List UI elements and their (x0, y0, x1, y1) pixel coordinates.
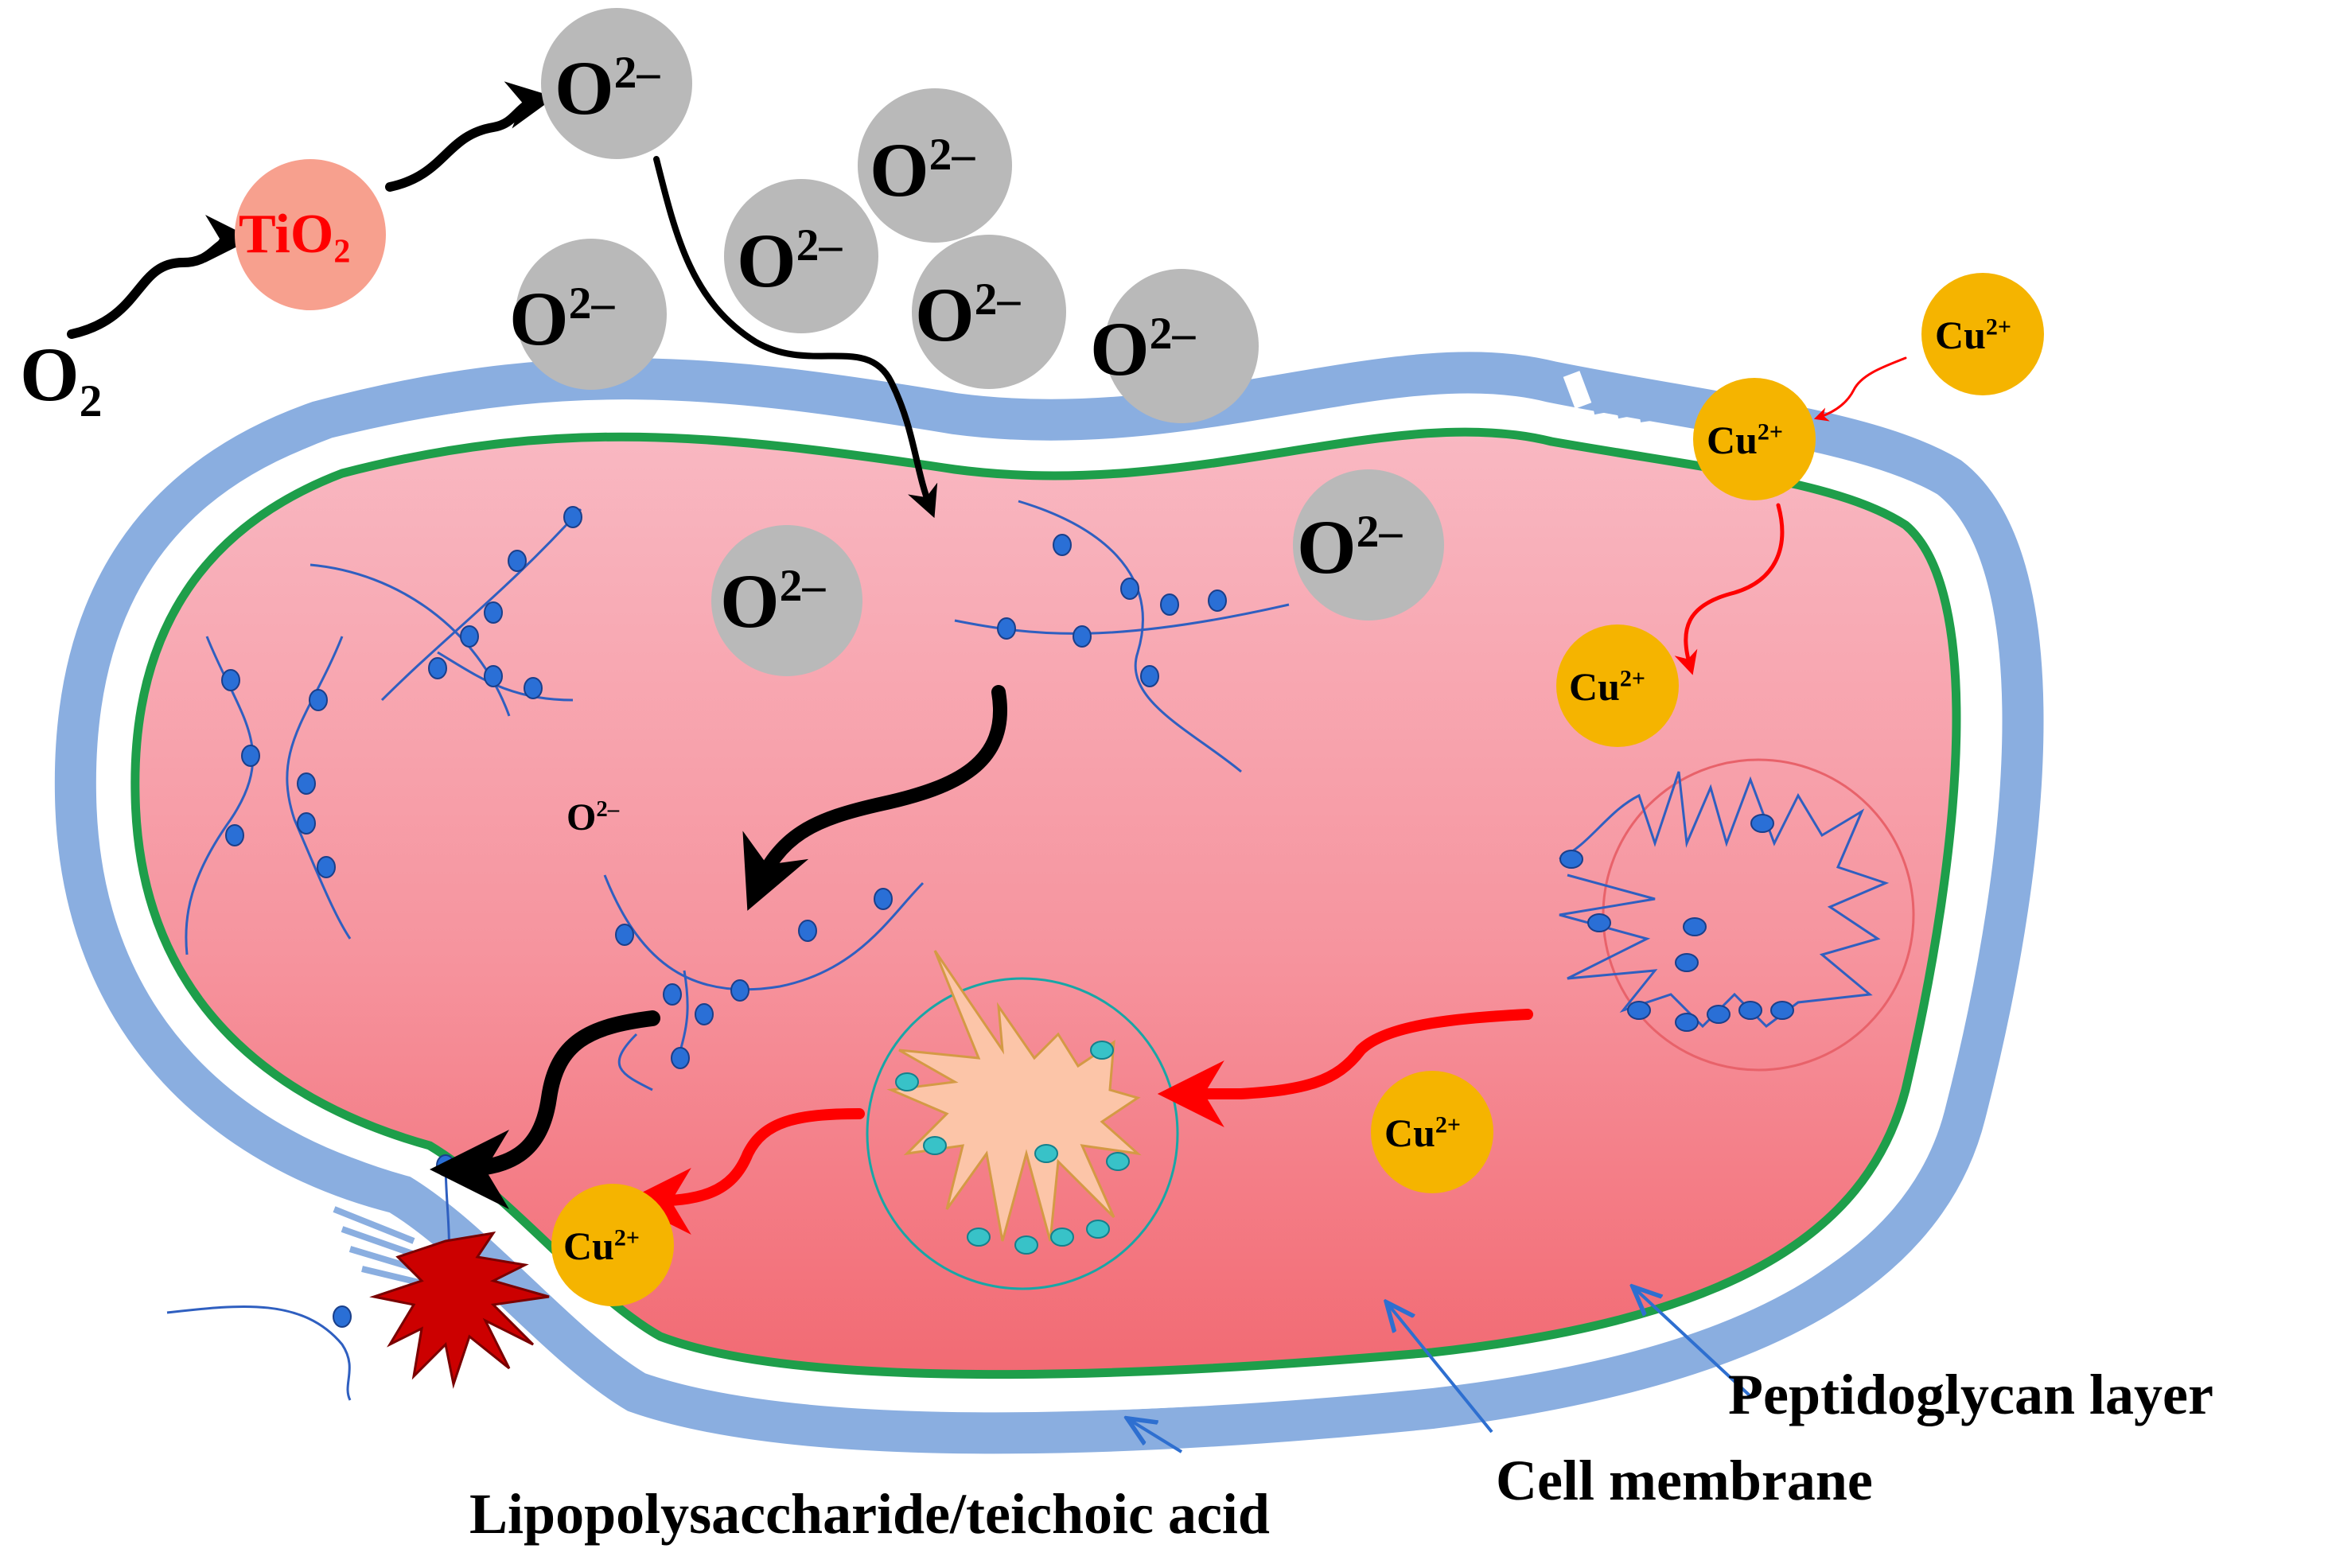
superoxide-label-small: O2– (566, 796, 619, 839)
arrow-o2-to-tio2 (67, 215, 253, 339)
arrow-nucleoid-to-protein (1157, 1009, 1533, 1127)
superoxide-label-7: O2– (720, 557, 825, 645)
red-arrows (624, 356, 1907, 1235)
arrow-protein-to-cu (624, 1108, 865, 1235)
lps-label: Lipopolysaccharide/teichoic acid (469, 1482, 1270, 1546)
copper-symbol: Cu (1707, 418, 1758, 462)
copper-balls (551, 273, 2044, 1306)
copper-charge: 2+ (1757, 418, 1784, 445)
label-pointers (1130, 1289, 1752, 1453)
superoxide-charge: 2– (779, 561, 826, 611)
superoxide-label-8: O2– (1297, 503, 1402, 591)
copper-label-1: Cu2+ (1935, 312, 2011, 358)
pointer-peptidoglycan (1635, 1289, 1752, 1398)
arrow-cu-into-cell (1674, 503, 1785, 675)
superoxide-label-2: O2– (870, 126, 975, 214)
copper-symbol: Cu (563, 1224, 614, 1268)
superoxide-charge: 2– (596, 796, 620, 822)
superoxide-symbol: O (915, 272, 975, 357)
o2-molecule-label: O2 (20, 330, 102, 427)
copper-label-5: Cu2+ (563, 1223, 640, 1269)
cell-membrane-label: Cell membrane (1496, 1449, 1873, 1512)
black-arrows (67, 81, 1007, 1209)
periplasm-gap (99, 396, 1995, 1412)
leaked-damaged-protein (369, 1231, 550, 1389)
superoxide-balls (516, 8, 1444, 676)
superoxide-charge: 2– (974, 274, 1021, 325)
superoxide-symbol: O (566, 796, 597, 838)
dna-dots (221, 506, 1227, 1328)
copper-label-3: Cu2+ (1569, 663, 1645, 710)
superoxide-label-6: O2– (509, 274, 614, 363)
peptidoglycan-label: Peptidoglycan layer (1728, 1363, 2213, 1426)
superoxide-charge: 2– (568, 278, 615, 329)
tio2-label: TiO2 (239, 203, 350, 271)
pointer-membrane (1388, 1305, 1493, 1434)
tio2-ball (235, 159, 386, 310)
superoxide-label-1: O2– (555, 44, 660, 132)
arrow-superoxide-to-dna (742, 685, 1007, 911)
protein-organelle (866, 950, 1179, 1290)
copper-charge: 2+ (1435, 1111, 1462, 1138)
copper-charge: 2+ (1985, 313, 2012, 340)
copper-label-2: Cu2+ (1707, 417, 1783, 463)
wall-damage-top-right (1563, 371, 1650, 422)
o2-symbol: O (20, 332, 80, 417)
pointer-lps (1130, 1420, 1183, 1453)
copper-symbol: Cu (1935, 313, 1986, 357)
arrow-cu-to-membrane (1813, 356, 1907, 422)
superoxide-charge: 2– (613, 48, 660, 98)
tio2-symbol: TiO (239, 204, 334, 265)
outer-cell-wall (54, 352, 2044, 1454)
o2-subscript: 2 (79, 376, 103, 427)
copper-symbol: Cu (1384, 1111, 1435, 1155)
superoxide-label-3: O2– (737, 216, 842, 305)
cytoplasm (130, 427, 1961, 1379)
superoxide-symbol: O (870, 127, 929, 212)
copper-symbol: Cu (1569, 664, 1620, 709)
superoxide-symbol: O (737, 218, 796, 303)
superoxide-charge: 2– (1356, 507, 1403, 557)
superoxide-charge: 2– (929, 130, 975, 180)
arrow-dna-to-wall (430, 1010, 660, 1209)
tio2-subscript: 2 (333, 233, 351, 270)
nucleoid-organelle (1559, 758, 1915, 1072)
arrow-superoxide-into-cell (653, 156, 938, 519)
superoxide-symbol: O (1297, 504, 1357, 589)
superoxide-symbol: O (555, 45, 614, 130)
superoxide-symbol: O (720, 558, 780, 644)
superoxide-label-5: O2– (1090, 305, 1195, 393)
copper-charge: 2+ (613, 1224, 640, 1251)
superoxide-symbol: O (509, 276, 569, 361)
superoxide-charge: 2– (1149, 309, 1196, 359)
copper-charge: 2+ (1619, 665, 1646, 692)
arrow-tio2-to-superoxide (385, 81, 555, 192)
superoxide-symbol: O (1090, 306, 1150, 391)
superoxide-label-4: O2– (915, 270, 1020, 359)
copper-label-4: Cu2+ (1384, 1110, 1461, 1156)
superoxide-charge: 2– (796, 220, 843, 270)
